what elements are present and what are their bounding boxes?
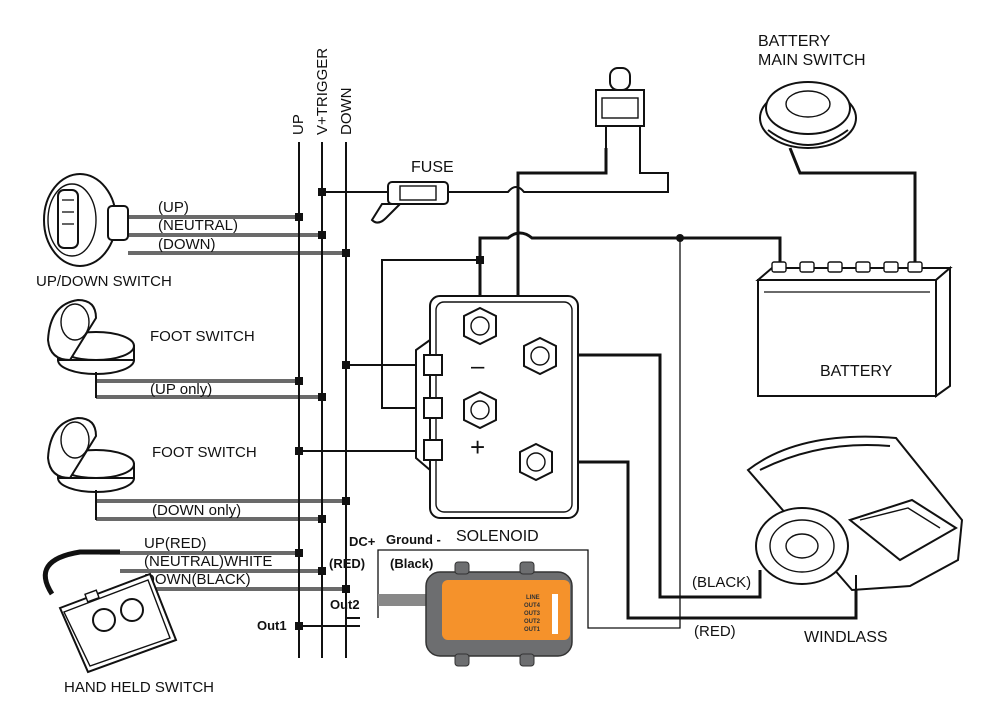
controller-ground-label: Ground -	[386, 532, 441, 547]
foot-switch-2	[46, 416, 135, 520]
wire-label-up-red: UP(RED)	[144, 535, 207, 552]
fuse	[370, 181, 449, 224]
remote-controller: LINE OUT4 OUT3 OUT2 OUT1	[378, 561, 573, 667]
controller-red-label: (RED)	[329, 556, 365, 571]
battery-main-switch-label-1: BATTERY	[758, 33, 831, 50]
battery-label: BATTERY	[820, 363, 893, 380]
wire-label-up-only: (UP only)	[150, 381, 212, 398]
controller-black-label: (Black)	[390, 556, 433, 571]
wire-label-down-black: DOWN(BLACK)	[144, 571, 251, 588]
controller-panel-out2: OUT2	[524, 619, 541, 625]
updown-switch-label: UP/DOWN SWITCH	[36, 273, 172, 290]
solenoid-label: SOLENOID	[456, 528, 539, 545]
wire-label-neutral-white: (NEUTRAL)WHITE	[144, 553, 272, 570]
foot-switch-1-label: FOOT SWITCH	[150, 328, 255, 345]
battery-main-switch	[759, 81, 857, 149]
controller-panel-out4: OUT4	[524, 603, 541, 609]
controller-dc-plus-label: DC+	[349, 534, 376, 549]
controller-panel-line: LINE	[526, 595, 540, 601]
circuit-breaker	[595, 67, 645, 148]
bus-label-trigger: V+TRIGGER	[314, 48, 331, 135]
updown-switch	[43, 173, 129, 267]
fuse-label: FUSE	[411, 159, 454, 176]
wire-label-neutral: (NEUTRAL)	[158, 217, 238, 234]
solenoid-plus-sign: +	[470, 432, 485, 462]
wire-label-up: (UP)	[158, 199, 189, 216]
windlass	[746, 435, 964, 592]
solenoid	[415, 295, 579, 519]
foot-switch-1	[46, 298, 135, 398]
wire-label-black: (BLACK)	[692, 574, 751, 591]
wire-label-down-only: (DOWN only)	[152, 502, 241, 519]
hand-held-switch	[42, 549, 178, 674]
windlass-label: WINDLASS	[804, 629, 888, 646]
bus-label-up: UP	[290, 114, 307, 135]
wire-label-red: (RED)	[694, 623, 736, 640]
switch-wires	[96, 215, 432, 627]
junction-nodes	[295, 188, 484, 630]
battery-main-switch-label-2: MAIN SWITCH	[758, 52, 866, 69]
controller-panel-out1: OUT1	[524, 627, 541, 633]
wire-label-down: (DOWN)	[158, 236, 215, 253]
hand-held-switch-label: HAND HELD SWITCH	[64, 679, 214, 696]
battery	[755, 261, 953, 398]
solenoid-minus-sign: –	[471, 353, 485, 380]
controller-out1-label: Out1	[257, 618, 287, 633]
foot-switch-2-label: FOOT SWITCH	[152, 444, 257, 461]
controller-panel-out3: OUT3	[524, 611, 541, 617]
bus-label-down: DOWN	[338, 88, 355, 136]
controller-out2-label: Out2	[330, 597, 360, 612]
